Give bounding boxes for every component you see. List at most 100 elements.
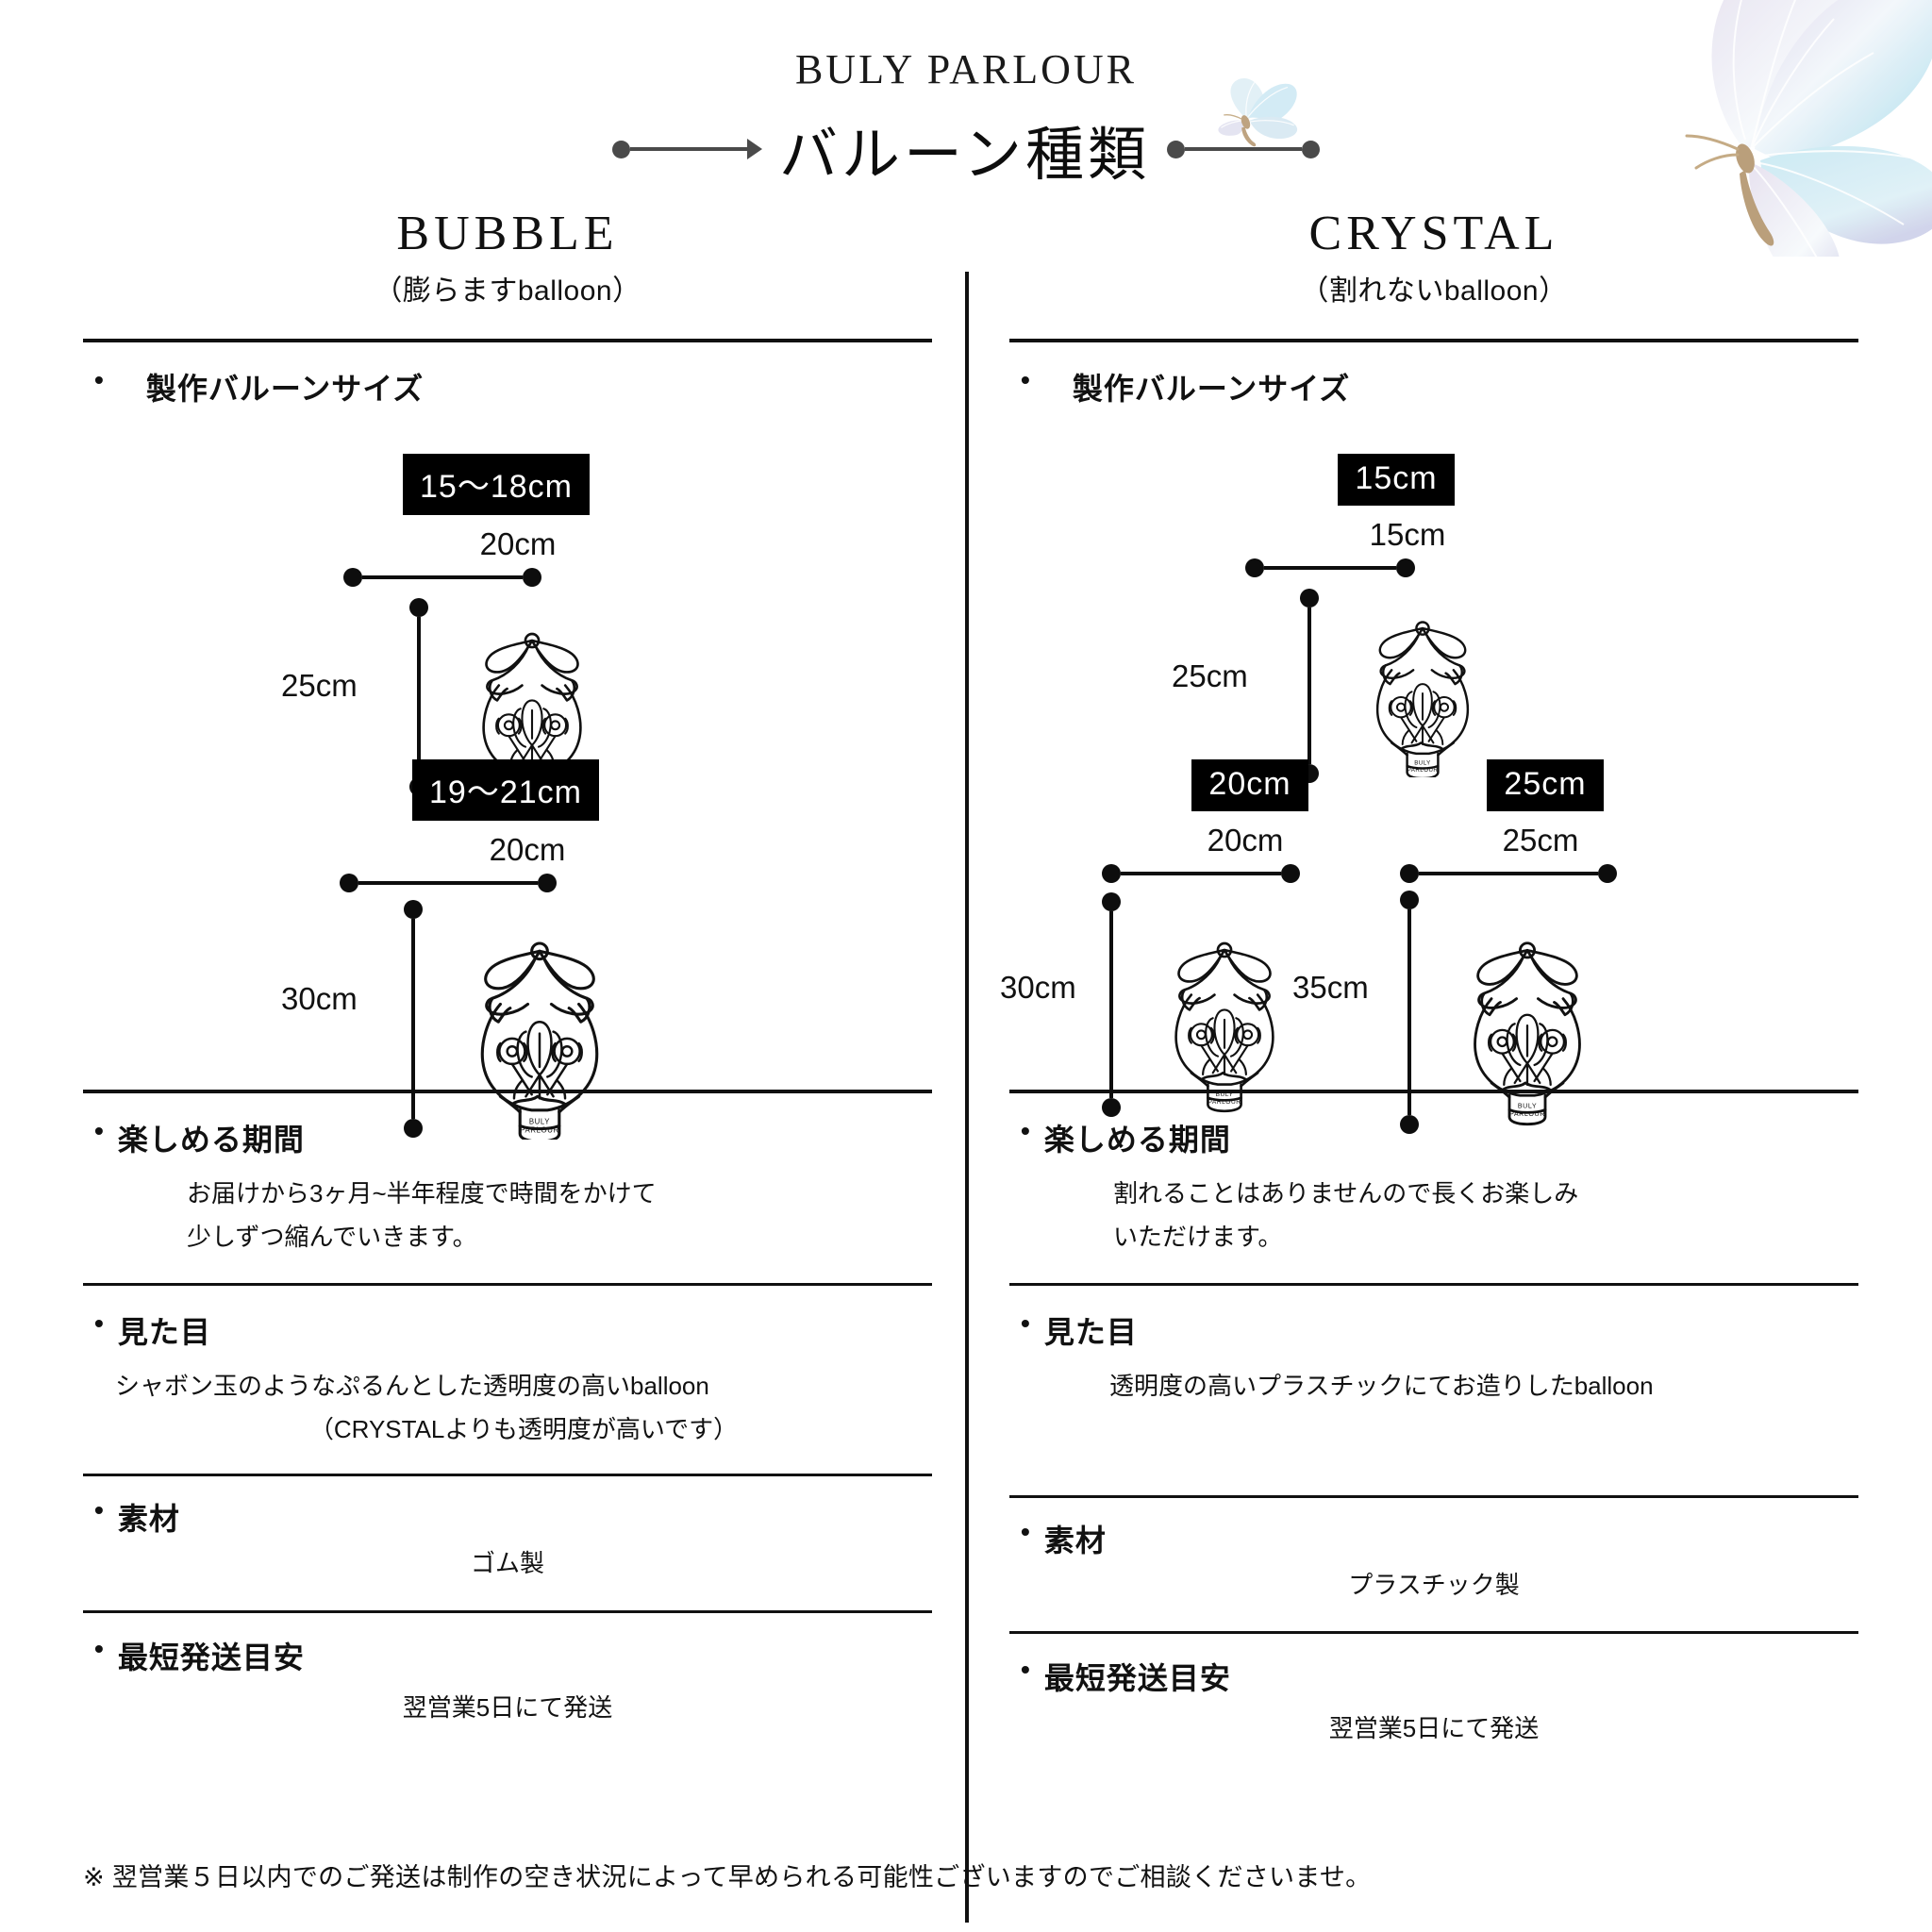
- section-heading-label: 素材: [1043, 1523, 1107, 1557]
- height-measure: [1102, 892, 1121, 1117]
- column-crystal: CRYSTAL （割れないballoon） • 製作バルーンサイズ 15cm 1…: [1000, 206, 1858, 1751]
- svg-text:PARLOUR: PARLOUR: [520, 1126, 558, 1135]
- size-tag: 25cm: [1487, 759, 1604, 811]
- section-heading: • 楽しめる期間: [1009, 1093, 1858, 1159]
- bullet-icon: •: [94, 365, 105, 394]
- section-appearance-crystal: • 見た目 透明度の高いプラスチックにてお造りしたballoon: [1009, 1286, 1858, 1408]
- section-heading-label: 見た目: [117, 1315, 211, 1349]
- section-body: シャボン玉のようなぷるんとした透明度の高いballoon （CRYSTALよりも…: [83, 1352, 932, 1451]
- section-duration-bubble: • 楽しめる期間 お届けから3ヶ月~半年程度で時間をかけて 少しずつ縮んでいきま…: [83, 1093, 932, 1258]
- measure-line: [1407, 909, 1411, 1115]
- measure-line: [358, 881, 538, 885]
- body-line: お届けから3ヶ月~半年程度で時間をかけて: [187, 1179, 657, 1208]
- size-block: 19〜21cm 20cm 30cm: [281, 759, 713, 1147]
- balloon-illustration: BULY PARLOUR: [1174, 941, 1274, 1113]
- section-heading: • 楽しめる期間: [83, 1093, 932, 1159]
- measure-dot: [1598, 864, 1617, 883]
- section-body: 割れることはありませんので長くお楽しみ いただけます。: [1009, 1159, 1858, 1258]
- svg-text:BULY: BULY: [529, 1117, 550, 1125]
- measure-line: [362, 575, 523, 579]
- measure-dot: [1396, 558, 1415, 577]
- bullet-icon: •: [94, 1633, 105, 1663]
- bullet-icon: •: [94, 1116, 105, 1145]
- section-heading-label: 製作バルーンサイズ: [1072, 372, 1351, 406]
- measure-line: [411, 919, 415, 1119]
- bullet-icon: •: [94, 1495, 105, 1524]
- height-label: 30cm: [281, 981, 358, 1016]
- rule-dot-right-outer: [1301, 140, 1320, 158]
- height-measure: [1400, 891, 1419, 1134]
- rule-dot-left: [612, 140, 631, 158]
- bullet-icon: •: [1021, 1655, 1031, 1684]
- measure-dot: [1281, 864, 1300, 883]
- section-body: お届けから3ヶ月~半年程度で時間をかけて 少しずつ縮んでいきます。: [83, 1159, 932, 1258]
- title-rule-right: [1166, 140, 1320, 158]
- footer-note: ※ 翌営業５日以内でのご発送は制作の空き状況によって早められる可能性ございますの…: [83, 1863, 1372, 1891]
- height-label: 25cm: [281, 668, 358, 703]
- body-line: いただけます。: [1113, 1222, 1283, 1251]
- column-subtitle-crystal: （割れないballoon）: [1300, 275, 1568, 307]
- section-heading: • 素材: [83, 1476, 932, 1539]
- width-measure: [1245, 558, 1415, 577]
- body-line: 翌営業5日にて発送: [1328, 1714, 1540, 1742]
- measure-dot: [1300, 589, 1319, 608]
- rule-dot-right-inner: [1166, 140, 1185, 158]
- size-block: 15〜18cm 20cm 25cm: [281, 454, 694, 804]
- section-heading-label: 素材: [117, 1502, 180, 1536]
- divider: [83, 1090, 932, 1093]
- height-label: 35cm: [1292, 970, 1369, 1005]
- column-title-bubble: BUBBLE: [396, 207, 619, 260]
- measure-dot: [523, 568, 541, 587]
- section-duration-crystal: • 楽しめる期間 割れることはありませんので長くお楽しみ いただけます。: [1009, 1093, 1858, 1258]
- measure-dot: [409, 598, 428, 617]
- measure-line: [1264, 566, 1396, 570]
- bullet-icon: •: [1021, 1516, 1031, 1546]
- body-line: 割れることはありませんので長くお楽しみ: [1113, 1179, 1579, 1208]
- measure-line: [1121, 872, 1281, 875]
- rule-arrow-left: [747, 139, 763, 159]
- divider: [83, 339, 932, 342]
- width-measure: [340, 874, 557, 892]
- width-label: 20cm: [479, 526, 557, 561]
- measure-line: [1109, 911, 1113, 1098]
- height-label: 25cm: [1172, 658, 1248, 693]
- page-header: BULY PARLOUR バルーン種類: [0, 0, 1932, 192]
- section-heading-size-crystal: • 製作バルーンサイズ: [1009, 342, 1858, 408]
- divider: [1009, 339, 1858, 342]
- rule-bar-right: [1184, 147, 1302, 151]
- measure-dot: [1400, 864, 1419, 883]
- measure-dot: [1400, 891, 1419, 909]
- bullet-icon: •: [1021, 1116, 1031, 1145]
- section-heading: • 見た目: [83, 1286, 932, 1352]
- section-body: プラスチック製: [1009, 1560, 1858, 1607]
- body-line: シャボン玉のようなぷるんとした透明度の高いballoon: [115, 1372, 709, 1400]
- section-heading-label: 最短発送目安: [117, 1640, 305, 1674]
- section-material-crystal: • 素材 プラスチック製: [1009, 1498, 1858, 1607]
- title-row: バルーン種類: [0, 107, 1932, 192]
- section-heading-label: 楽しめる期間: [1043, 1123, 1231, 1157]
- section-heading: • 最短発送目安: [83, 1613, 932, 1677]
- body-line: 透明度の高いプラスチックにてお造りしたballoon: [1109, 1372, 1654, 1400]
- measure-dot: [1102, 1098, 1121, 1117]
- section-heading-label: 楽しめる期間: [117, 1123, 305, 1157]
- column-divider: [965, 272, 969, 1923]
- measure-dot: [1102, 892, 1121, 911]
- section-heading-label: 製作バルーンサイズ: [145, 372, 425, 406]
- svg-text:PARLOUR: PARLOUR: [1509, 1110, 1545, 1118]
- rule-bar-left: [630, 147, 748, 151]
- size-diagrams-crystal: 15cm 15cm 25cm: [1000, 408, 1858, 1134]
- section-heading: • 最短発送目安: [1009, 1634, 1858, 1698]
- bullet-icon: •: [94, 1308, 105, 1338]
- divider: [1009, 1494, 1858, 1498]
- size-block: 15cm 15cm 25cm: [1172, 454, 1585, 794]
- body-line: プラスチック製: [1348, 1570, 1520, 1599]
- column-subtitle-bubble: （膨らますballoon）: [374, 275, 641, 307]
- svg-text:PARLOUR: PARLOUR: [1208, 1099, 1241, 1106]
- body-line: 翌営業5日にて発送: [402, 1692, 613, 1722]
- size-block: 25cm 25cm 35cm: [1262, 759, 1677, 1138]
- measure-dot: [340, 874, 358, 892]
- bullet-icon: •: [1021, 365, 1031, 394]
- body-line: 少しずつ縮んでいきます。: [187, 1222, 477, 1251]
- measure-dot: [1102, 864, 1121, 883]
